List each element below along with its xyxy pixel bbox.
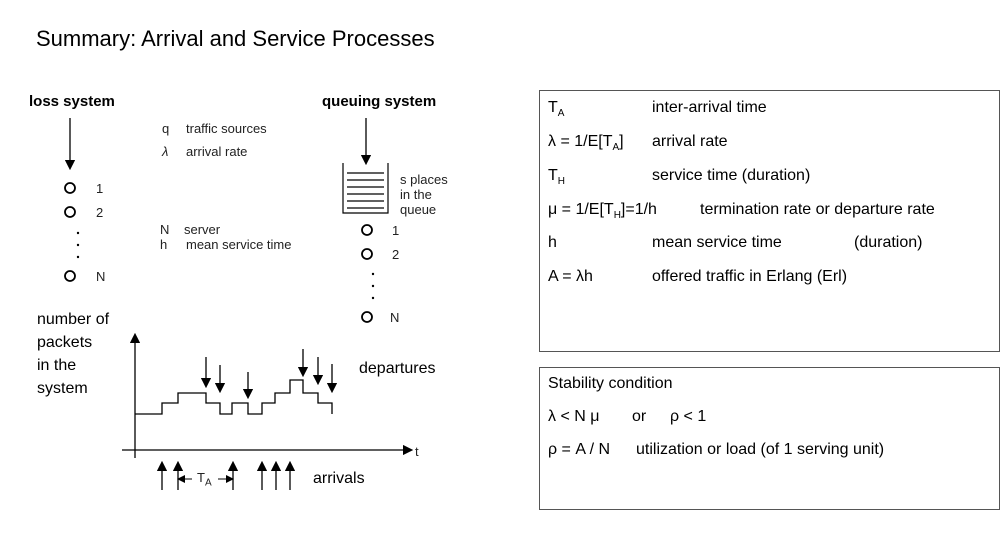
loss-system-label: loss system bbox=[29, 93, 115, 110]
ta-interval-label: TA bbox=[197, 470, 212, 489]
def-row-h: h mean service time (duration) bbox=[548, 234, 923, 251]
def-row-ta: TA inter-arrival time bbox=[548, 99, 767, 120]
stability-box: Stability condition λ < N μ or ρ < 1 ρ =… bbox=[539, 367, 1000, 510]
queue-server-N-icon bbox=[361, 311, 373, 323]
departure-arrows bbox=[200, 349, 338, 400]
queue-server-N-label: N bbox=[390, 310, 400, 325]
packets-step-line bbox=[135, 379, 333, 415]
def-row-a: A = λh offered traffic in Erlang (Erl) bbox=[548, 268, 848, 285]
loss-server-2-label: 2 bbox=[96, 205, 104, 220]
loss-server-1-icon bbox=[64, 182, 76, 194]
page-title: Summary: Arrival and Service Processes bbox=[36, 26, 435, 51]
queue-server-1-icon bbox=[361, 224, 373, 236]
legend-q-text: traffic sources bbox=[186, 121, 267, 136]
loss-server-1-label: 1 bbox=[96, 181, 104, 196]
definitions-box: TA inter-arrival time λ = 1/E[TA] arriva… bbox=[539, 90, 1000, 352]
loss-ellipsis-dots bbox=[76, 231, 80, 259]
loss-server-N-icon bbox=[64, 270, 76, 282]
def-row-mu: μ = 1/E[TH]=1/h termination rate or depa… bbox=[548, 201, 935, 222]
loss-server-N-label: N bbox=[96, 269, 106, 284]
def-row-th: TH service time (duration) bbox=[548, 167, 811, 188]
queue-server-2-label: 2 bbox=[392, 247, 400, 262]
legend-q-symbol: q bbox=[162, 121, 170, 136]
departures-label: departures bbox=[359, 360, 436, 377]
queue-places-label: s places in the queue bbox=[400, 172, 448, 217]
arrivals-label: arrivals bbox=[313, 470, 365, 487]
def-row-lambda: λ = 1/E[TA] arrival rate bbox=[548, 133, 728, 154]
stability-condition: λ < N μ or ρ < 1 bbox=[548, 408, 707, 425]
queue-server-2-icon bbox=[361, 248, 373, 260]
stability-title: Stability condition bbox=[548, 375, 673, 392]
legend-lambda-symbol: λ bbox=[162, 144, 169, 159]
legend-N-symbol: N bbox=[160, 222, 170, 237]
queue-buffer-icon bbox=[342, 163, 389, 214]
y-axis-label: number of packets in the system bbox=[37, 311, 110, 397]
t-axis-label: t bbox=[415, 444, 419, 459]
queuing-system-label: queuing system bbox=[322, 93, 437, 110]
loss-server-2-icon bbox=[64, 206, 76, 218]
legend-h-text: mean service time bbox=[186, 237, 292, 252]
arrival-arrows bbox=[156, 460, 296, 490]
legend-lambda-text: arrival rate bbox=[186, 144, 248, 159]
legend-N-text: server bbox=[184, 222, 221, 237]
legend-h-symbol: h bbox=[160, 237, 168, 252]
queue-server-1-label: 1 bbox=[392, 223, 400, 238]
utilization-row: ρ = A / N utilization or load (of 1 serv… bbox=[548, 441, 885, 458]
queue-ellipsis-dots bbox=[371, 272, 375, 300]
